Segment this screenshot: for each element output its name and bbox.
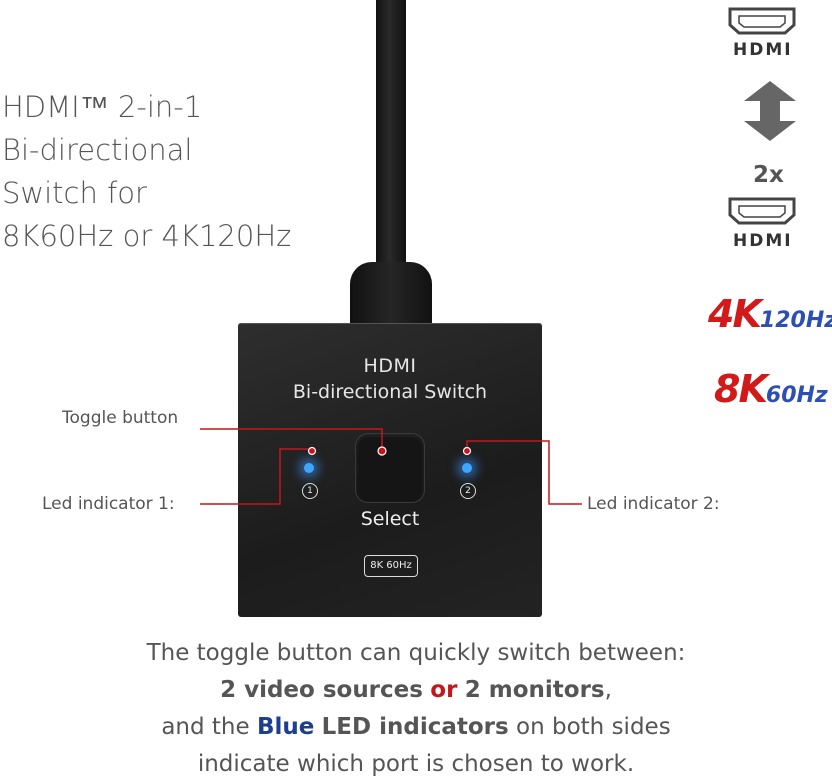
hdmi-port-icon (728, 197, 796, 225)
hdmi-switch-device: HDMI Bi-directional Switch Select 8K 60H… (238, 323, 542, 617)
led-indicator-1 (304, 463, 314, 473)
bidirectional-arrow-icon (744, 81, 796, 141)
badge-8k-rate: 60Hz (765, 383, 828, 408)
device-subtitle: Bi-directional Switch (292, 381, 488, 403)
badge-8k-60hz: 8K60Hz (714, 367, 828, 411)
description-line-3: and the Blue LED indicators on both side… (0, 714, 832, 740)
badge-8k-label: 8K (714, 367, 768, 411)
headline-line: Switch for (2, 176, 147, 210)
port-number-1: 1 (302, 483, 318, 499)
headline: HDMI™ 2-in-1 Bi-directional Switch for 8… (2, 86, 291, 258)
comma-text: , (604, 677, 612, 703)
led1-callout-label: Led indicator 1: (42, 494, 175, 514)
headline-line: Bi-directional (2, 133, 193, 167)
select-toggle-button[interactable] (356, 434, 424, 502)
resolution-badge: 8K 60Hz (364, 555, 418, 577)
both-sides-text: on both sides (516, 714, 671, 740)
monitors-text: 2 monitors (464, 677, 605, 703)
headline-line: 8K60Hz or 4K120Hz (2, 219, 292, 253)
cable-strain-relief (350, 262, 432, 326)
hdmi-port-icon (728, 7, 796, 35)
description-line-1: The toggle button can quickly switch bet… (146, 640, 686, 666)
blue-text: Blue (256, 714, 315, 740)
description-line-2: 2 video sources or 2 monitors, (0, 677, 832, 703)
badge-4k-120hz: 4K120Hz (708, 292, 832, 336)
hdmi-logo-top: HDMI (733, 40, 793, 60)
headline-line: HDMI™ 2-in-1 (2, 90, 203, 124)
device-title: HDMI (363, 355, 417, 377)
badge-4k-label: 4K (708, 292, 762, 336)
port-number-2: 2 (460, 483, 476, 499)
and-the-text: and the (161, 714, 250, 740)
hdmi-cable (376, 0, 406, 290)
toggle-callout-label: Toggle button (62, 408, 179, 428)
led-indicators-text: LED indicators (321, 714, 509, 740)
select-label: Select (360, 508, 420, 530)
badge-4k-rate: 120Hz (759, 308, 832, 333)
led2-callout-label: Led indicator 2: (587, 494, 720, 514)
led-indicator-2 (462, 463, 472, 473)
video-sources-text: 2 video sources (220, 677, 423, 703)
or-text: or (430, 677, 458, 703)
hdmi-logo-bottom: HDMI (733, 231, 793, 251)
multiplier-label: 2x (753, 162, 784, 188)
description-line-4: indicate which port is chosen to work. (197, 751, 635, 777)
